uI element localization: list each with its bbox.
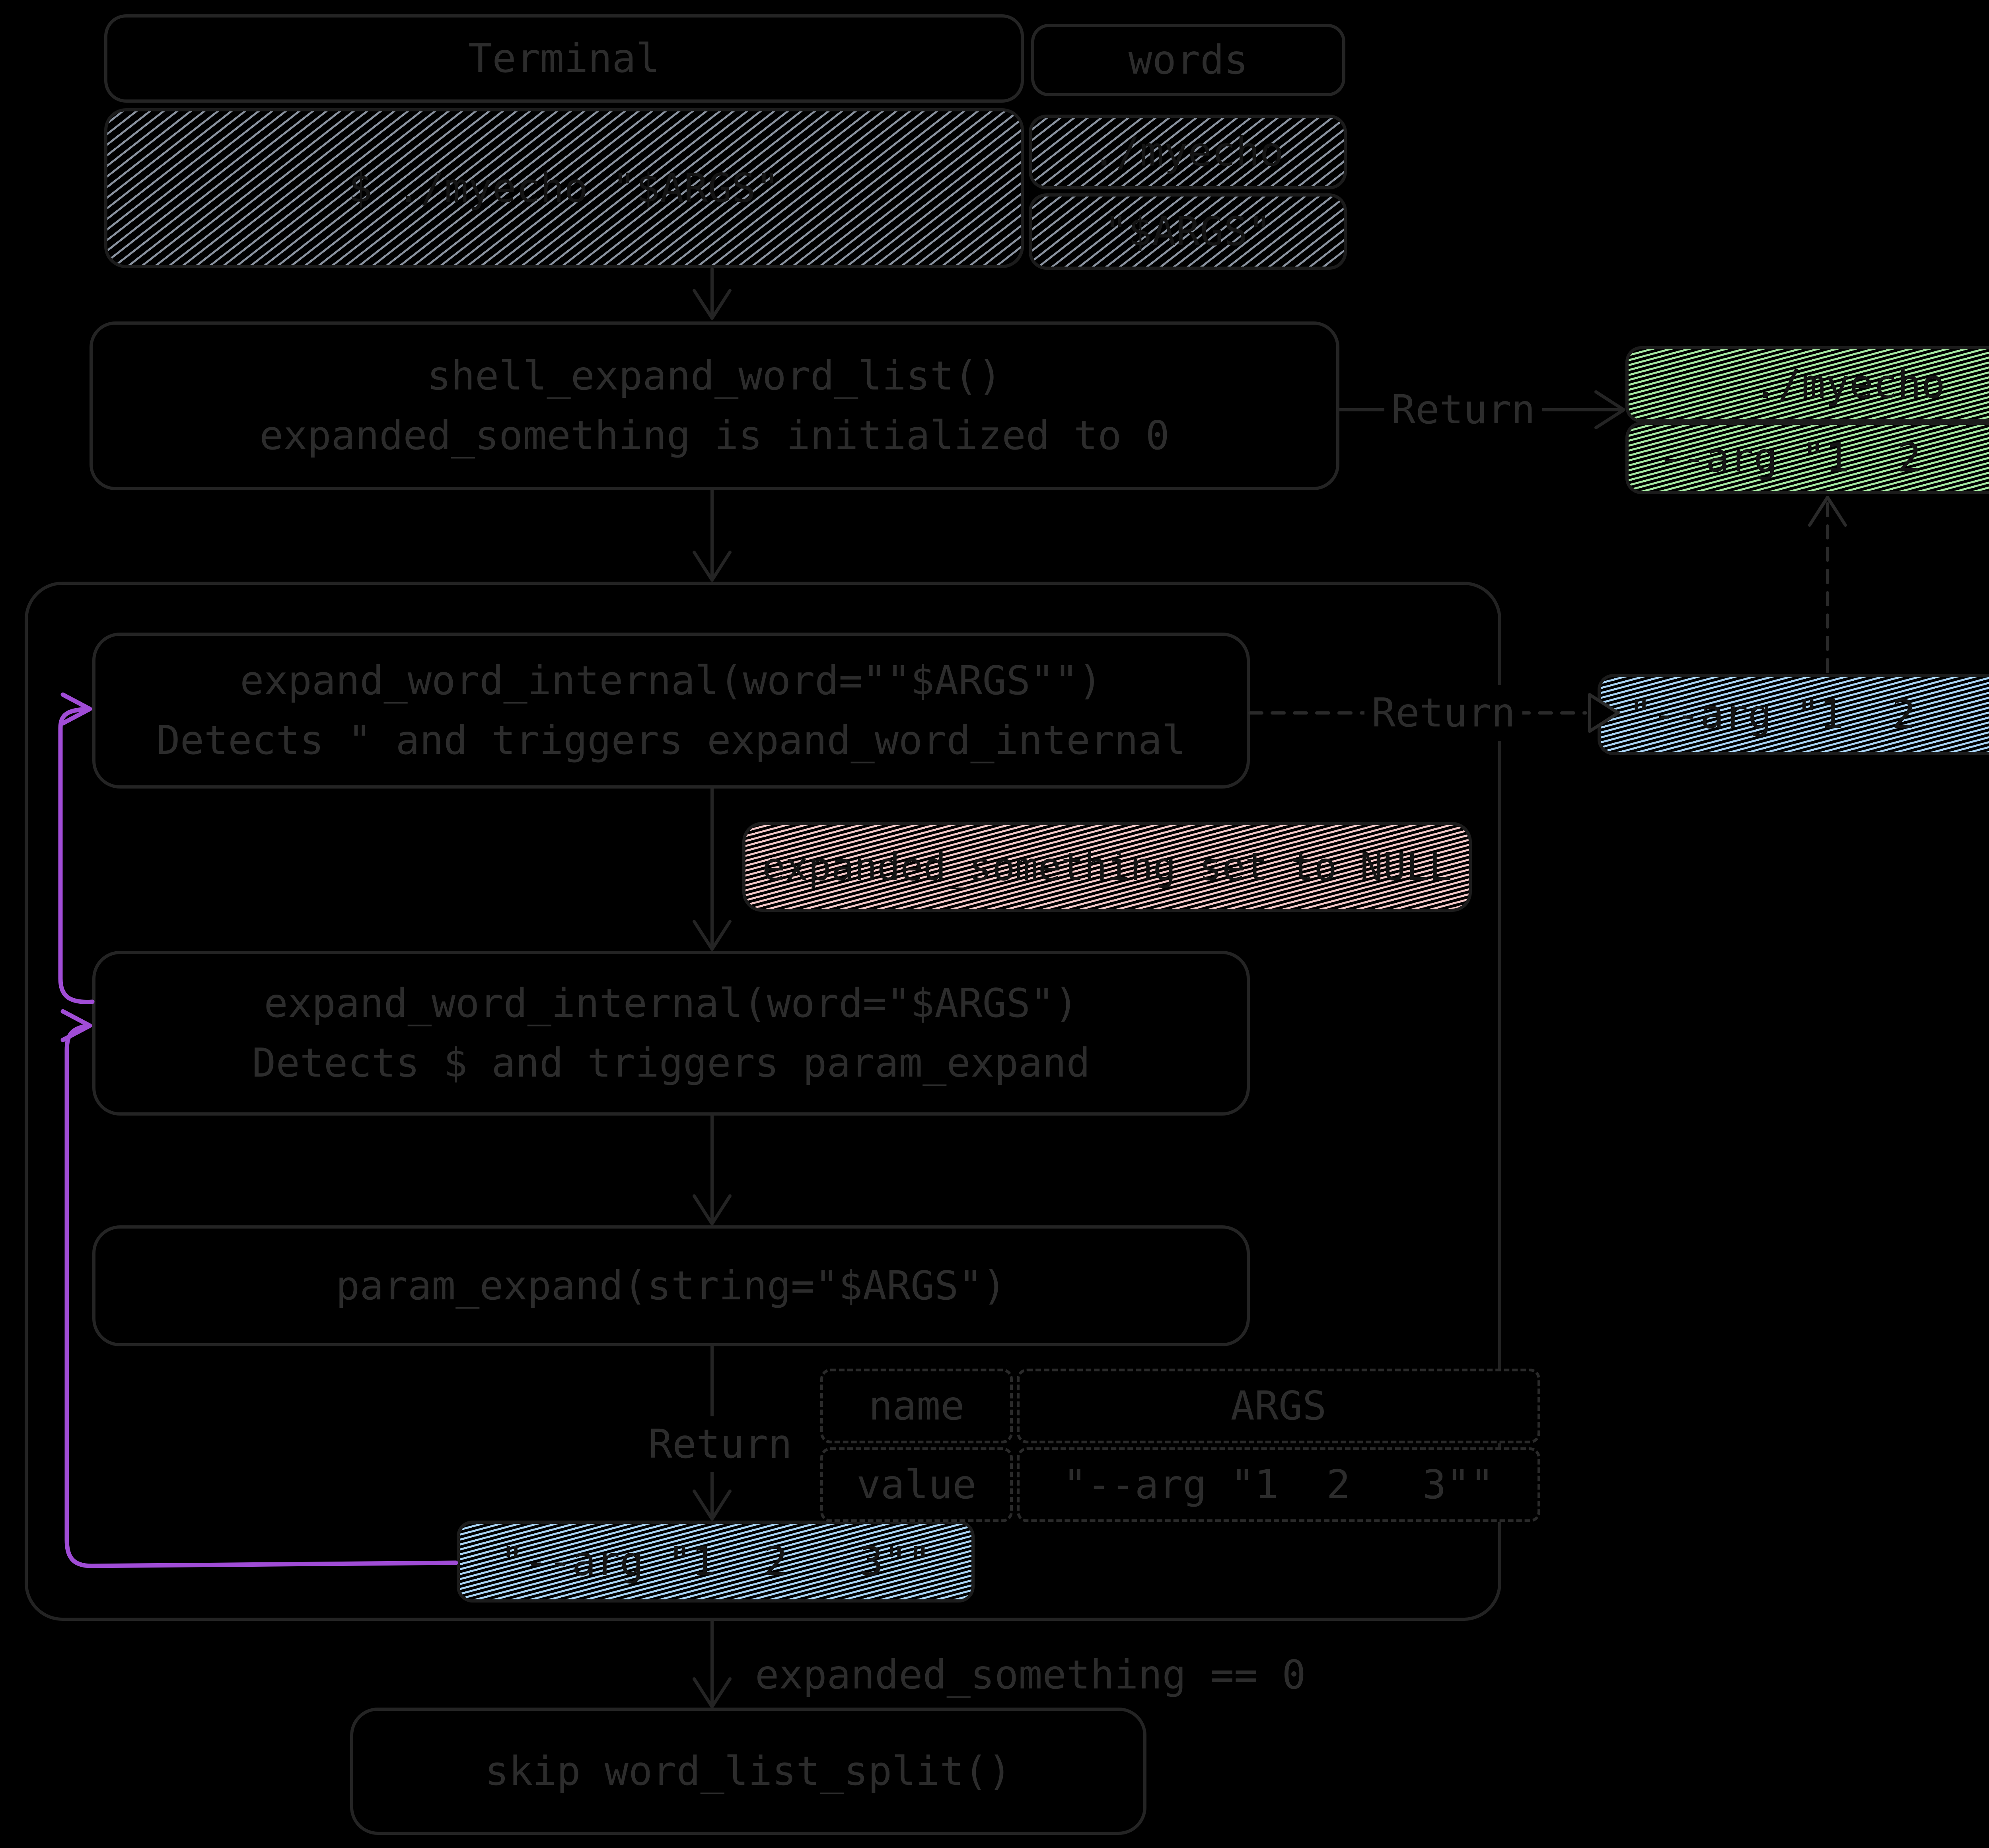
expand-word-internal-1-note: Detects " and triggers expand_word_inter… (156, 717, 1186, 763)
var-table-cell-name-key: name (820, 1369, 1013, 1443)
terminal-title: Terminal (468, 35, 660, 82)
shell-expand-title: shell_expand_word_list() (427, 352, 1002, 399)
terminal-command: $ ./myecho "$ARGS" (348, 165, 780, 211)
green-result-row-arg: --arg "1 2 3" (1625, 422, 1989, 494)
green-result-text: --arg "1 2 3" (1658, 434, 1921, 481)
words-header-box: words (1031, 24, 1345, 96)
param-expand-box: param_expand(string="$ARGS") (92, 1225, 1250, 1346)
skip-word-list-split-box: skip word_list_split() (350, 1708, 1146, 1835)
blue-result-bottom-text: "--arg "1 2 3"" (500, 1538, 931, 1585)
blue-result-right-text: "--arg "1 2 3"" (1628, 691, 1989, 738)
var-table-text: "--arg "1 2 3"" (1063, 1461, 1494, 1508)
words-title: words (1128, 37, 1248, 83)
word-item-label: "$ARGS" (1104, 208, 1272, 255)
expanded-something-note-box: expanded_something set to NULL (742, 822, 1472, 912)
blue-result-bottom-box: "--arg "1 2 3"" (457, 1521, 975, 1603)
var-table-cell-value-key: value (820, 1447, 1013, 1522)
return-label-top: Return (1384, 382, 1543, 438)
word-item-myecho: ./myecho (1029, 115, 1347, 189)
green-result-text: ./myecho (1754, 361, 1945, 407)
var-table-cell-name-val: ARGS (1017, 1369, 1540, 1443)
expand-word-internal-2-title: expand_word_internal(word="$ARGS") (264, 980, 1078, 1026)
expand-word-internal-2-box: expand_word_internal(word="$ARGS") Detec… (92, 951, 1250, 1116)
skip-word-list-split-text: skip word_list_split() (485, 1748, 1012, 1794)
var-table-text: name (868, 1383, 965, 1429)
terminal-command-box: $ ./myecho "$ARGS" (104, 108, 1024, 268)
param-expand-title: param_expand(string="$ARGS") (336, 1262, 1006, 1309)
expand-word-internal-1-box: expand_word_internal(word=""$ARGS"") Det… (92, 633, 1250, 789)
blue-result-right-box: "--arg "1 2 3"" (1598, 674, 1989, 755)
return-label-middle: Return (1364, 685, 1523, 741)
word-item-label: ./myecho (1092, 129, 1284, 175)
var-table-cell-value-val: "--arg "1 2 3"" (1017, 1447, 1540, 1522)
expanded-something-note: expanded_something set to NULL (762, 845, 1452, 889)
var-table-text: ARGS (1230, 1383, 1327, 1429)
word-item-args: "$ARGS" (1029, 193, 1347, 270)
expand-word-internal-2-note: Detects $ and triggers param_expand (252, 1040, 1090, 1086)
expansion-loop-container (25, 582, 1501, 1621)
shell-expand-note: expanded_something is initialized to 0 (259, 412, 1170, 459)
expand-word-internal-1-title: expand_word_internal(word=""$ARGS"") (240, 657, 1102, 704)
terminal-header-box: Terminal (104, 14, 1024, 103)
condition-label: expanded_something == 0 (748, 1647, 1313, 1703)
green-result-row-myecho: ./myecho (1625, 346, 1989, 423)
return-label-bottom: Return (641, 1416, 800, 1472)
shell-expand-word-list-box: shell_expand_word_list() expanded_someth… (90, 321, 1339, 490)
var-table-text: value (856, 1461, 977, 1508)
